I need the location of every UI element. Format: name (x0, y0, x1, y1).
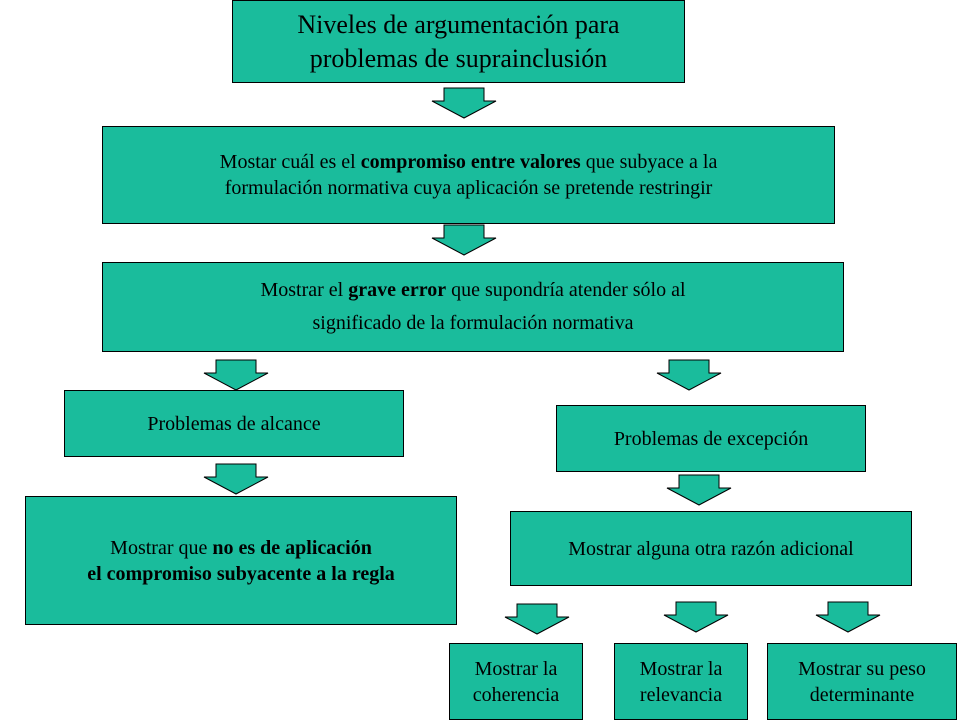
no-aplicacion-line-1: Mostrar que no es de aplicación (110, 536, 372, 559)
no-aplicacion-line-2: el compromiso subyacente a la regla (87, 562, 395, 585)
arrow-down-icon (666, 474, 732, 506)
option-relevancia-line-2: relevancia (639, 683, 723, 706)
arrow-down-icon (815, 601, 881, 633)
option-relevancia-line-1: Mostrar la (639, 657, 723, 680)
option-peso-line-2: determinante (809, 683, 915, 706)
problemas-alcance-box: Problemas de alcance (64, 390, 404, 457)
arrow-down-icon (431, 87, 497, 119)
razon-adicional-box: Mostrar alguna otra razón adicional (510, 511, 912, 586)
arrow-down-icon (656, 359, 722, 391)
title-box: Niveles de argumentación para problemas … (232, 0, 685, 83)
option-peso-line-1: Mostrar su peso (798, 657, 926, 680)
razon-adicional-label: Mostrar alguna otra razón adicional (568, 537, 854, 560)
title-line-2: problemas de suprainclusión (309, 43, 608, 73)
grave-error-box: Mostrar el grave error que supondría ate… (102, 262, 844, 352)
grave-error-line-2: significado de la formulación normativa (312, 312, 634, 334)
option-coherencia-box: Mostrar la coherencia (449, 643, 583, 720)
problemas-excepcion-label: Problemas de excepción (613, 427, 809, 450)
title-line-1: Niveles de argumentación para (297, 9, 620, 39)
compromiso-line-2: formulación normativa cuya aplicación se… (224, 177, 713, 199)
compromiso-line-1: Mostar cuál es el compromiso entre valor… (219, 151, 718, 173)
problemas-alcance-label: Problemas de alcance (147, 412, 321, 435)
option-peso-box: Mostrar su peso determinante (767, 643, 957, 720)
grave-error-line-1: Mostrar el grave error que supondría ate… (260, 279, 686, 301)
arrow-down-icon (504, 603, 570, 635)
arrow-down-icon (203, 359, 269, 391)
problemas-excepcion-box: Problemas de excepción (556, 405, 866, 472)
option-coherencia-line-2: coherencia (472, 683, 560, 706)
option-relevancia-box: Mostrar la relevancia (614, 643, 748, 720)
arrow-down-icon (203, 463, 269, 495)
arrow-down-icon (663, 601, 729, 633)
no-aplicacion-box: Mostrar que no es de aplicación el compr… (25, 496, 457, 625)
option-coherencia-line-1: Mostrar la (474, 657, 558, 680)
compromiso-valores-box: Mostar cuál es el compromiso entre valor… (102, 126, 835, 224)
arrow-down-icon (431, 224, 497, 256)
